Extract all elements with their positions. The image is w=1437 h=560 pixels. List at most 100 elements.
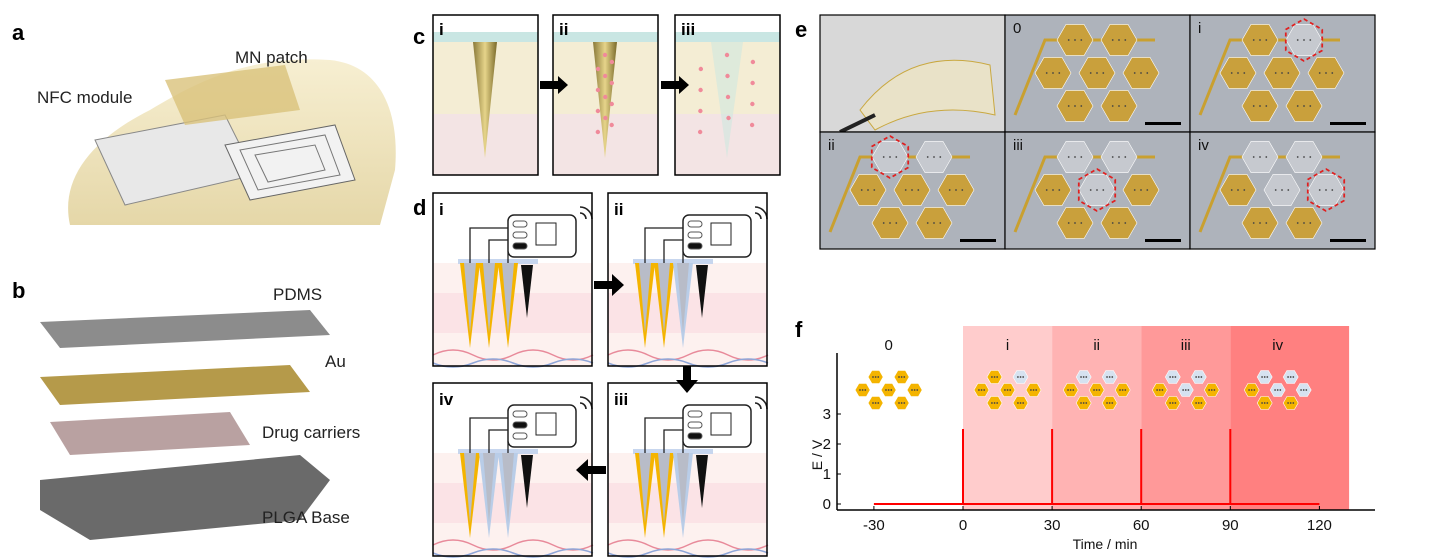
hole xyxy=(1200,376,1203,378)
x-tick-label: 30 xyxy=(1044,517,1061,534)
drug-load xyxy=(677,263,689,333)
flexible-patch xyxy=(859,59,996,131)
step-box: iii xyxy=(607,382,769,558)
hole xyxy=(1197,402,1200,404)
mn-patch-label: MN patch xyxy=(235,48,308,67)
step-label: ii xyxy=(614,200,623,219)
x-tick-label: 0 xyxy=(959,517,967,534)
hole xyxy=(1102,189,1105,191)
step-frame xyxy=(432,192,593,367)
hole xyxy=(873,189,876,191)
hole xyxy=(1106,402,1108,404)
patch-base xyxy=(633,449,713,454)
drug-particle xyxy=(595,87,601,93)
chip-icon xyxy=(535,222,557,246)
hole xyxy=(939,222,942,224)
drug-particle xyxy=(725,73,730,79)
drug-load xyxy=(483,263,495,333)
hole xyxy=(933,156,935,158)
hole xyxy=(1296,39,1299,41)
wireless-signal-icon xyxy=(754,206,768,220)
panel-c-label: c xyxy=(413,24,425,49)
hole xyxy=(900,402,903,404)
hole xyxy=(1096,72,1098,74)
hole xyxy=(948,189,951,191)
region-label: ii xyxy=(1093,337,1100,354)
step-box: ii xyxy=(552,14,659,176)
x-axis-label: Time / min xyxy=(1073,536,1138,552)
drug-load xyxy=(639,263,651,333)
drug-particle xyxy=(602,73,608,79)
hole xyxy=(882,156,885,158)
switch-icon xyxy=(687,242,703,250)
drug-particle xyxy=(603,94,608,100)
step-label: iii xyxy=(1013,137,1023,154)
drug-load xyxy=(639,453,651,523)
hole xyxy=(1140,72,1142,74)
hole xyxy=(996,402,999,404)
hole xyxy=(1006,389,1009,391)
step-box: iv xyxy=(432,382,594,558)
hole xyxy=(1080,402,1082,404)
hole xyxy=(1263,402,1266,404)
wire xyxy=(644,417,688,453)
hole xyxy=(978,389,980,391)
hole xyxy=(874,376,877,378)
switch-icon xyxy=(512,432,528,440)
hole xyxy=(1263,376,1266,378)
hole xyxy=(1248,389,1250,391)
hole xyxy=(1303,105,1305,107)
microneedle xyxy=(473,42,497,158)
layer-label: Au xyxy=(325,352,346,371)
step-label: iii xyxy=(681,20,695,39)
hole xyxy=(911,389,913,391)
step-label: iv xyxy=(1198,137,1209,154)
hole xyxy=(900,376,903,378)
hole xyxy=(1318,72,1321,74)
hole xyxy=(1069,389,1072,391)
hole xyxy=(1108,402,1111,404)
switch-icon xyxy=(512,421,528,429)
hole xyxy=(1287,72,1290,74)
hole xyxy=(1111,39,1114,41)
hole xyxy=(1237,189,1239,191)
hole xyxy=(1133,189,1136,191)
hole xyxy=(1195,376,1198,378)
counter-electrode xyxy=(696,455,708,508)
patch-base xyxy=(633,259,713,264)
counter-electrode xyxy=(696,265,708,318)
hole xyxy=(1171,376,1174,378)
hole xyxy=(926,222,929,224)
wire xyxy=(469,227,513,263)
layer-label: PLGA Base xyxy=(262,508,350,527)
hole xyxy=(1303,39,1305,41)
hole xyxy=(1102,72,1105,74)
release-photo: iii xyxy=(1004,131,1191,250)
region-label: 0 xyxy=(884,337,892,354)
hole xyxy=(1067,156,1070,158)
hole xyxy=(1085,402,1088,404)
hole xyxy=(1146,72,1149,74)
hole xyxy=(1296,156,1299,158)
hole xyxy=(939,156,942,158)
hole xyxy=(1067,39,1070,41)
hole xyxy=(1296,222,1299,224)
hole xyxy=(872,402,874,404)
hole xyxy=(1161,389,1164,391)
drug-particle xyxy=(595,129,601,135)
step-frame xyxy=(432,14,539,176)
chip-icon xyxy=(535,412,557,436)
hole xyxy=(1197,376,1200,378)
hole xyxy=(1095,389,1098,391)
release-photo: ii xyxy=(819,131,1006,250)
hole xyxy=(1274,389,1276,391)
hole xyxy=(1072,389,1075,391)
hole xyxy=(980,389,983,391)
hole xyxy=(1052,189,1054,191)
hole xyxy=(1325,72,1327,74)
shaded-region xyxy=(963,326,1053,510)
hole xyxy=(1032,389,1035,391)
